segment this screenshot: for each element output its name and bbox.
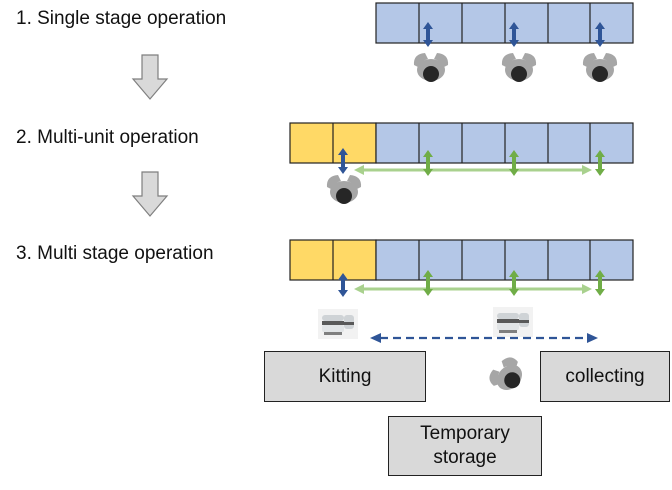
kitting-label: Kitting bbox=[318, 365, 372, 387]
double-arrow-icon bbox=[509, 150, 519, 176]
double-arrow-icon bbox=[509, 270, 519, 296]
double-arrow-icon bbox=[595, 270, 605, 296]
operator-icon bbox=[413, 53, 449, 82]
double-arrow-icon bbox=[338, 273, 348, 297]
stage-3-line bbox=[289, 239, 634, 281]
stage-1-label: 1. Single stage operation bbox=[16, 8, 227, 29]
down-arrow-icon bbox=[132, 171, 168, 217]
robot-icon bbox=[493, 307, 533, 337]
stage-3-label: 3. Multi stage operation bbox=[16, 243, 214, 264]
stage-2-line bbox=[289, 122, 634, 164]
robot-icon bbox=[318, 309, 358, 339]
temporary-storage-label-line1: Temporary bbox=[420, 423, 510, 445]
robot-route-arrow bbox=[370, 333, 598, 343]
operator-icon bbox=[326, 175, 362, 204]
collecting-label: collecting bbox=[565, 365, 645, 387]
stage-3-travel-arrow bbox=[354, 284, 592, 294]
operator-icon bbox=[501, 53, 537, 82]
operator-icon bbox=[485, 353, 530, 398]
double-arrow-icon bbox=[509, 22, 519, 47]
kitting-area: Kitting bbox=[264, 351, 426, 402]
temporary-storage-label-line2: storage bbox=[433, 447, 497, 468]
double-arrow-icon bbox=[338, 148, 348, 174]
down-arrow-icon bbox=[132, 54, 168, 100]
double-arrow-icon bbox=[423, 150, 433, 176]
stage-1-arrows bbox=[423, 22, 605, 47]
double-arrow-icon bbox=[595, 150, 605, 176]
collecting-area: collecting bbox=[540, 351, 670, 402]
double-arrow-icon bbox=[595, 22, 605, 47]
operator-icon bbox=[582, 53, 618, 82]
stage-2-travel-arrow bbox=[354, 165, 592, 175]
stage-2-label: 2. Multi-unit operation bbox=[16, 127, 199, 148]
double-arrow-icon bbox=[423, 22, 433, 47]
double-arrow-icon bbox=[423, 270, 433, 296]
temporary-storage-area: Temporary storage bbox=[388, 416, 542, 476]
stage-1-line bbox=[375, 2, 634, 44]
